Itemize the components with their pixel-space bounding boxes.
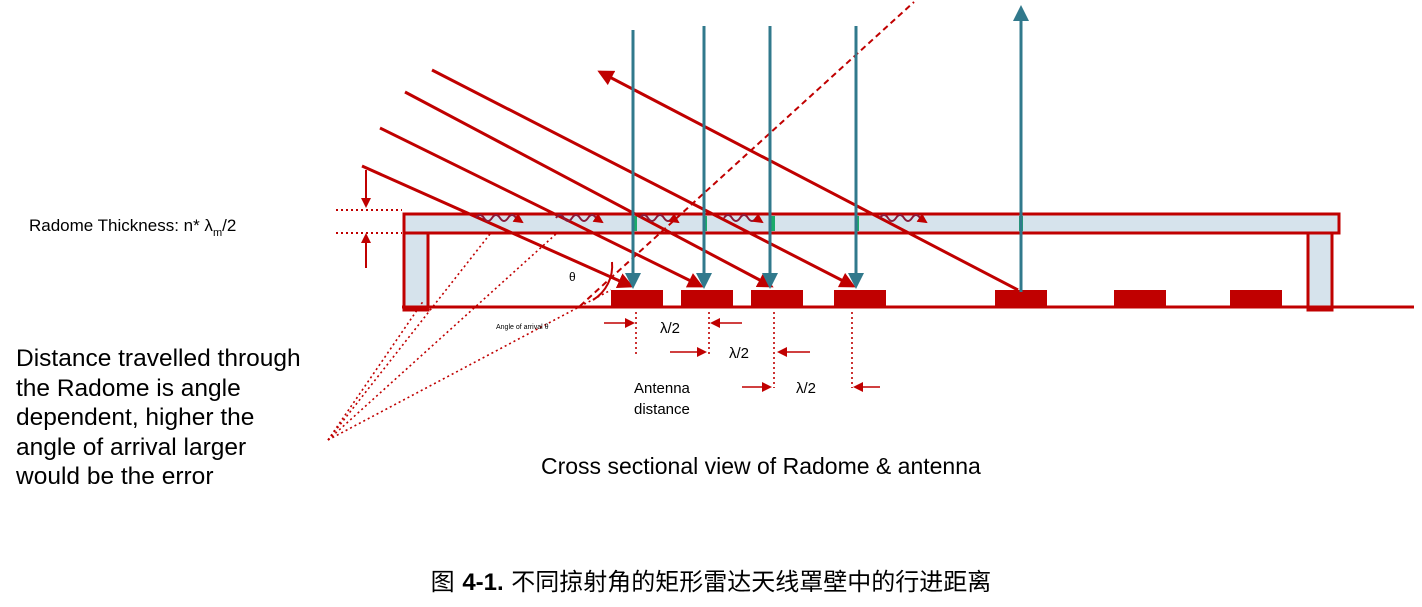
- radome: [402, 212, 1414, 312]
- antenna-patch: [834, 290, 886, 306]
- theta-arc: [592, 261, 614, 301]
- figure-caption: 图 4-1. 不同掠射角的矩形雷达天线罩壁中的行进距离: [0, 562, 1422, 597]
- antenna-patch: [1230, 290, 1282, 306]
- antenna-patch: [751, 290, 803, 306]
- radome-top-wall: [402, 212, 1341, 235]
- radome-thickness-label: Radome Thickness: n* λm/2: [29, 216, 236, 239]
- angle-of-arrival-label: Angle of arrival θ: [496, 324, 549, 331]
- theta-label: θ: [569, 270, 576, 284]
- cross-section-title: Cross sectional view of Radome & antenna: [541, 453, 981, 479]
- caption-prefix: 图: [430, 568, 463, 596]
- incident-rays: [361, 68, 1019, 292]
- vertical-rays: [625, 5, 1029, 292]
- antenna-distance-label-line1: Antenna: [634, 380, 691, 397]
- half-wavelength-label: λ/2: [660, 320, 680, 337]
- radome-thickness-indicator: [336, 170, 402, 268]
- note-pointer-lines: [327, 233, 612, 441]
- antenna-distance-label-line2: distance: [634, 401, 690, 418]
- half-wavelength-label: λ/2: [796, 380, 816, 397]
- incident-ray: [431, 68, 856, 288]
- radome-right-wall: [1306, 231, 1334, 312]
- antenna-patch: [681, 290, 733, 306]
- caption-number: 4-1.: [462, 569, 504, 596]
- caption-text: 不同掠射角的矩形雷达天线罩壁中的行进距离: [503, 568, 992, 596]
- antenna-patch: [1114, 290, 1166, 306]
- half-wavelength-label: λ/2: [729, 345, 749, 362]
- antenna-patches: [611, 290, 1282, 306]
- wavelength-spacing: [604, 312, 880, 392]
- incident-ray: [361, 164, 634, 289]
- antenna-patch: [995, 290, 1047, 306]
- radome-wave-arrows: [475, 213, 928, 224]
- incident-ray: [404, 90, 774, 288]
- radome-error-note: Distance travelled through the Radome is…: [16, 345, 301, 490]
- radome-left-wall: [402, 231, 430, 312]
- antenna-patch: [611, 290, 663, 306]
- reflected-ray: [597, 70, 1019, 292]
- incident-ray: [379, 126, 704, 288]
- dashed-refraction-line: [579, 1, 915, 307]
